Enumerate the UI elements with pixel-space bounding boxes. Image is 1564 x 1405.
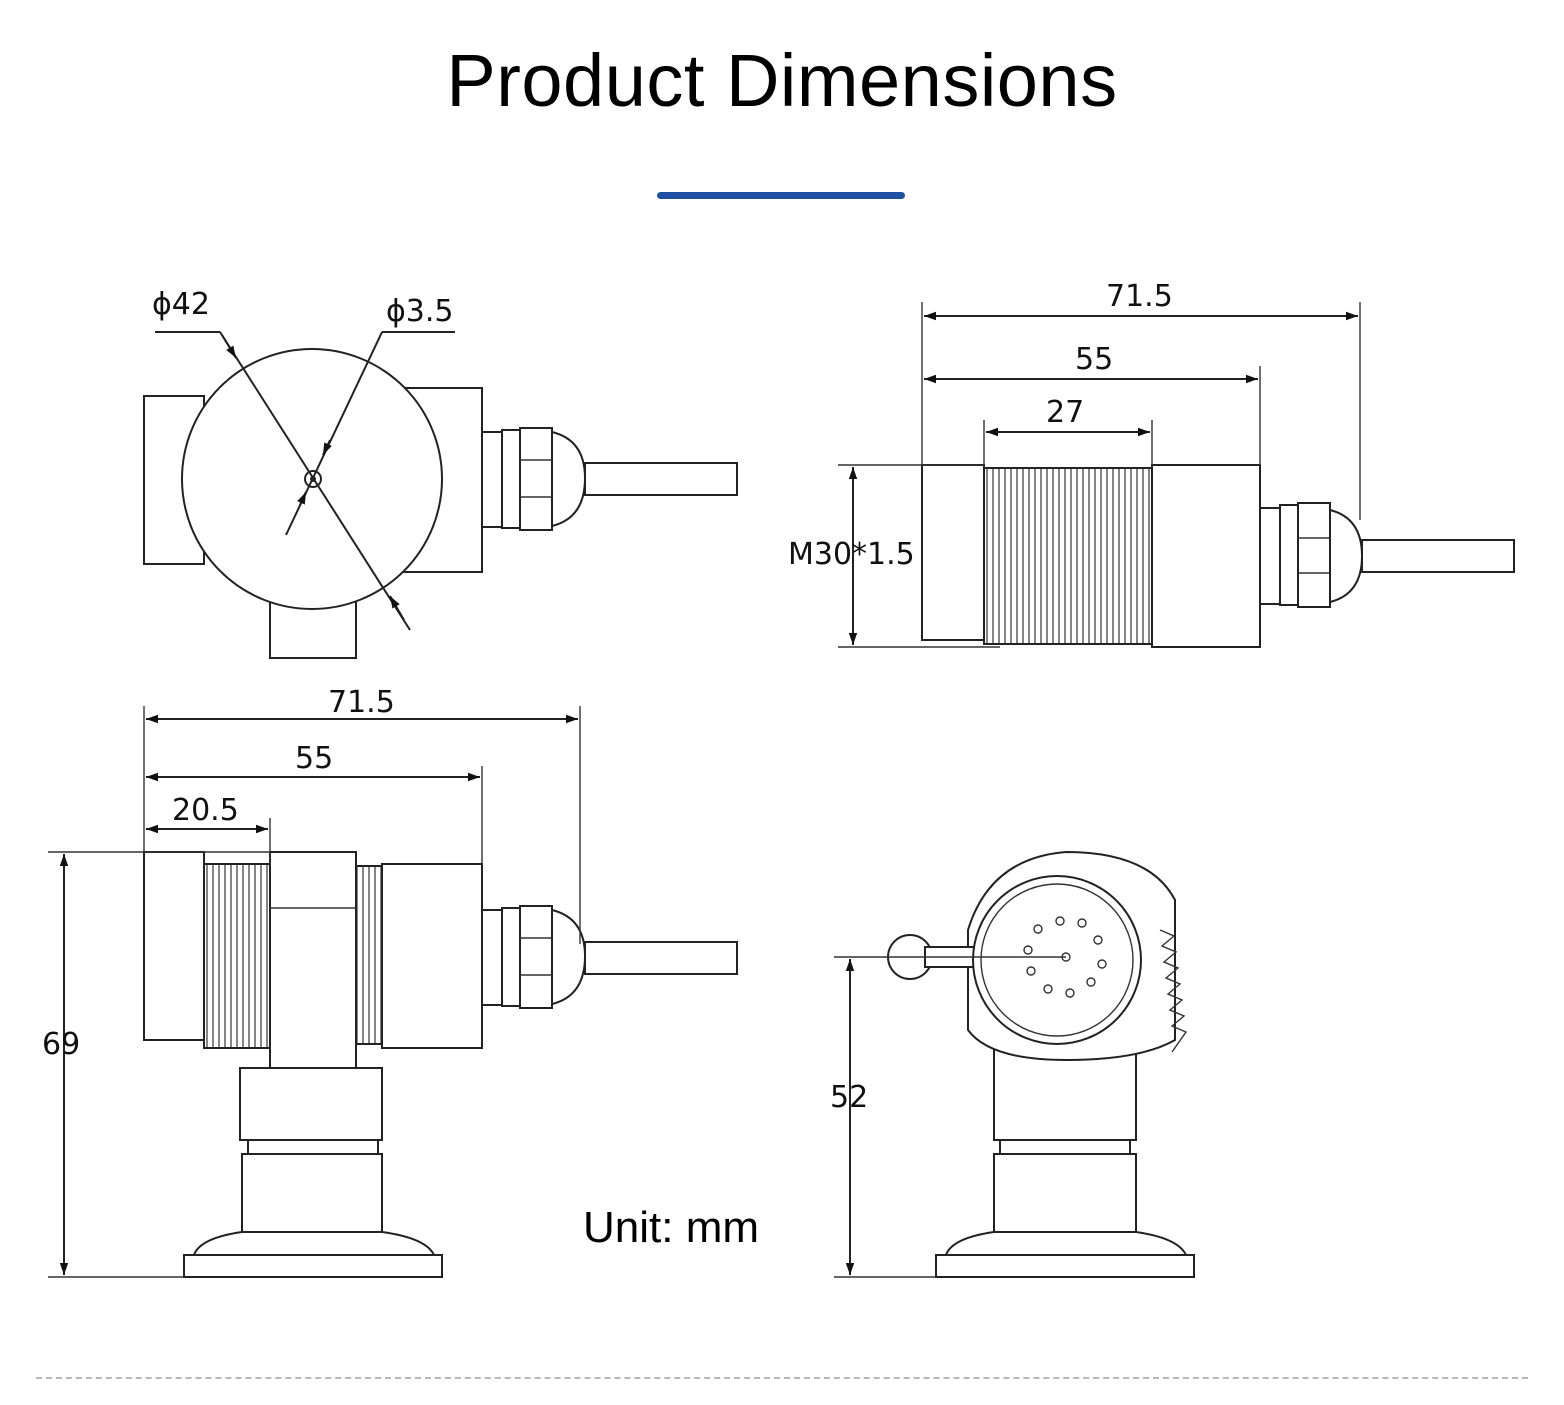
front-view: ϕ42 ϕ3.5 — [143, 287, 738, 659]
dim-side-top-body: 55 — [1075, 342, 1113, 377]
dim-phi-hole: ϕ3.5 — [386, 294, 454, 329]
end-view: 52 — [830, 850, 1195, 1278]
dim-side-bottom-overall: 71.5 — [328, 685, 395, 720]
dim-side-bottom-height: 69 — [42, 1027, 80, 1062]
dim-phi-outer: ϕ42 — [152, 287, 210, 322]
side-view-top: 71.5 55 27 M30*1.5 — [788, 279, 1515, 648]
vent-holes — [1023, 916, 1107, 998]
unit-label: Unit: mm — [583, 1203, 759, 1252]
dim-side-top-thread: 27 — [1046, 395, 1084, 430]
dim-thread-spec: M30*1.5 — [788, 537, 915, 572]
side-view-bottom: 71.5 55 20.5 69 — [42, 685, 738, 1278]
dim-side-top-overall: 71.5 — [1106, 279, 1173, 314]
dim-side-bottom-thread: 20.5 — [172, 793, 239, 828]
page-title: Product Dimensions — [446, 39, 1118, 122]
dim-side-bottom-body: 55 — [295, 741, 333, 776]
dim-end-height: 52 — [830, 1080, 868, 1115]
title-underline — [657, 192, 905, 199]
footer-divider — [36, 1377, 1528, 1379]
